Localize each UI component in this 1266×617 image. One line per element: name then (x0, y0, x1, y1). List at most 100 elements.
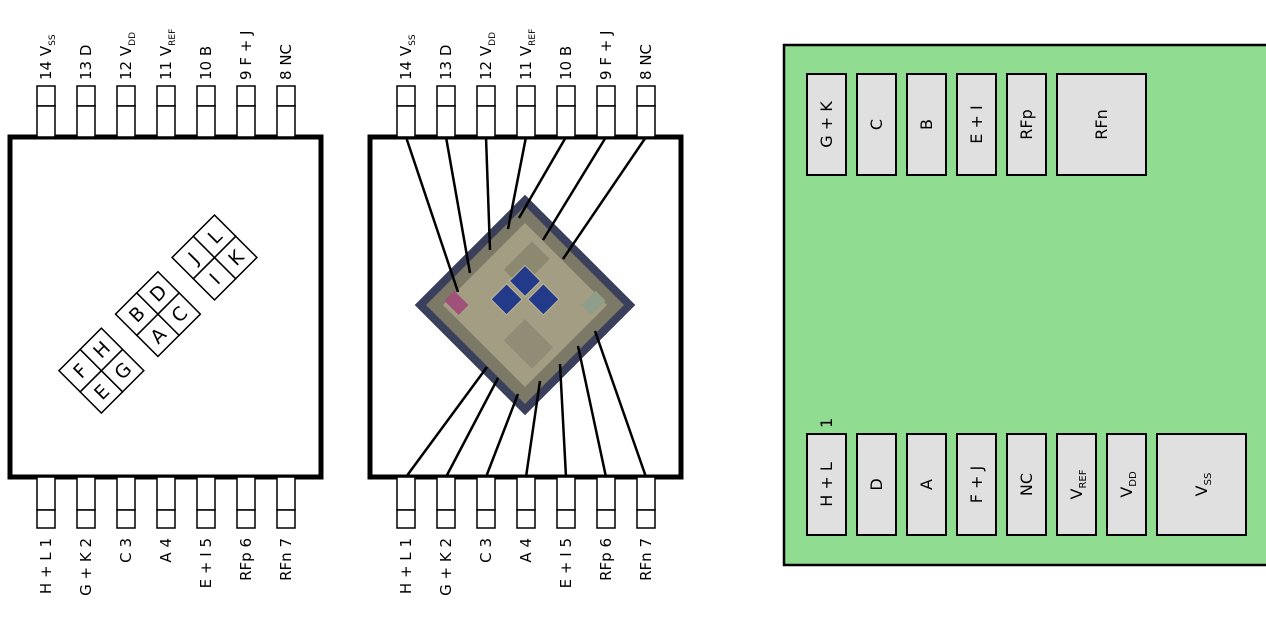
pad-g-k: G + K (806, 73, 847, 176)
pad-c: C (856, 73, 897, 176)
pin-5: E + I 5 (196, 476, 216, 588)
pad-e-i: E + I (956, 73, 997, 176)
pad-vdd: VDD (1106, 433, 1147, 536)
pin-14: 14 VSS (36, 34, 58, 138)
pin-3: C 3 (116, 476, 136, 563)
svg-text:D: D (867, 478, 886, 490)
bottom-pins: H + L 1 G + K 2 C 3 A 4 E + I 5 (396, 476, 656, 596)
pin-3: C 3 (476, 476, 496, 563)
pad-vref: VREF (1056, 433, 1097, 536)
svg-text:9 F + J: 9 F + J (597, 31, 615, 80)
die-pad-layout: G + K C B E + I RFp RFn (782, 43, 1266, 567)
svg-text:A 4: A 4 (517, 538, 535, 563)
svg-text:NC: NC (1017, 473, 1036, 496)
svg-text:VDD: VDD (1117, 471, 1139, 498)
svg-text:RFn 7: RFn 7 (637, 538, 655, 581)
package-left: 14 VSS 13 D 12 VDD 11 VREF 10 B (7, 29, 324, 596)
pin-2: G + K 2 (76, 476, 96, 596)
svg-text:14 VSS: 14 VSS (37, 34, 58, 80)
svg-text:H + L: H + L (817, 462, 836, 507)
svg-text:RFp 6: RFp 6 (597, 538, 615, 581)
svg-text:A: A (917, 479, 936, 490)
svg-text:C: C (867, 119, 886, 130)
svg-text:RFp 6: RFp 6 (237, 538, 255, 581)
svg-text:G + K 2: G + K 2 (77, 538, 95, 596)
pin-7: RFn 7 (636, 476, 656, 581)
segment-grid: E F G H A B C D I J K L (57, 214, 258, 415)
segment-D: D (135, 270, 181, 316)
svg-text:C 3: C 3 (117, 538, 135, 563)
svg-text:13 D: 13 D (77, 45, 95, 80)
pin-11: 11 VREF (156, 29, 178, 138)
pad-h-l: H + L (806, 433, 847, 536)
pin-10: 10 B (556, 46, 576, 138)
pad-vss: VSS (1156, 433, 1247, 536)
pin-8: 8 NC (276, 44, 296, 138)
pin-5: E + I 5 (556, 476, 576, 588)
svg-text:VREF: VREF (1067, 469, 1089, 499)
pad-b: B (906, 73, 947, 176)
pad-f-j: F + J (956, 433, 997, 536)
package-right: 14 VSS 13 D 12 VDD 11 VREF 10 B (367, 29, 684, 596)
pad-rfp: RFp (1006, 73, 1047, 176)
svg-text:E + I 5: E + I 5 (197, 538, 215, 588)
pin-12: 12 VDD (116, 32, 138, 138)
pin-6: RFp 6 (596, 476, 616, 581)
pin-8: 8 NC (636, 44, 656, 138)
svg-text:C 3: C 3 (477, 538, 495, 563)
svg-text:G + K 2: G + K 2 (437, 538, 455, 596)
svg-text:RFn: RFn (1092, 109, 1111, 139)
top-pins: 14 VSS 13 D 12 VDD 11 VREF 10 B (396, 29, 656, 138)
svg-text:10 B: 10 B (197, 46, 215, 80)
pin-4: A 4 (516, 476, 536, 563)
segment-H: H (79, 327, 124, 372)
segment-L: L (192, 214, 237, 259)
bottom-pins: H + L 1 G + K 2 C 3 A 4 E + I 5 (36, 476, 296, 596)
svg-text:H + L 1: H + L 1 (397, 538, 415, 594)
svg-text:E + I 5: E + I 5 (557, 538, 575, 588)
svg-text:A 4: A 4 (157, 538, 175, 563)
top-pads: G + K C B E + I RFp RFn (806, 73, 1147, 176)
pin-6: RFp 6 (236, 476, 256, 581)
pin-14: 14 VSS (396, 34, 418, 138)
pad-nc: NC (1006, 433, 1047, 536)
svg-text:G + K: G + K (817, 101, 836, 148)
pin-12: 12 VDD (476, 32, 498, 138)
pad1-marker: 1 (817, 418, 836, 428)
pin-4: A 4 (156, 476, 176, 563)
svg-text:12 VDD: 12 VDD (117, 32, 138, 80)
svg-text:12 VDD: 12 VDD (477, 32, 498, 80)
svg-text:E + I: E + I (967, 105, 986, 143)
svg-text:10 B: 10 B (557, 46, 575, 80)
pin-9: 9 F + J (596, 31, 616, 138)
svg-text:11 VREF: 11 VREF (517, 29, 538, 80)
svg-text:11 VREF: 11 VREF (157, 29, 178, 80)
pad-rfn: RFn (1056, 73, 1147, 176)
svg-text:13 D: 13 D (437, 45, 455, 80)
pin-9: 9 F + J (236, 31, 256, 138)
svg-text:8 NC: 8 NC (277, 44, 295, 80)
pad-d: D (856, 433, 897, 536)
svg-text:9 F + J: 9 F + J (237, 31, 255, 80)
pin-10: 10 B (196, 46, 216, 138)
svg-text:F + J: F + J (967, 466, 986, 504)
svg-text:B: B (917, 119, 936, 130)
svg-text:14 VSS: 14 VSS (397, 34, 418, 80)
pin-1: H + L 1 (36, 476, 56, 594)
top-pins: 14 VSS 13 D 12 VDD 11 VREF 10 B (36, 29, 296, 138)
bond-wires (404, 136, 648, 478)
pin-2: G + K 2 (436, 476, 456, 596)
svg-text:8 NC: 8 NC (637, 44, 655, 80)
pin-1: H + L 1 (396, 476, 416, 594)
svg-text:RFp: RFp (1017, 109, 1036, 139)
pad-a: A (906, 433, 947, 536)
svg-text:H + L 1: H + L 1 (37, 538, 55, 594)
pin-7: RFn 7 (276, 476, 296, 581)
pin-13: 13 D (436, 45, 456, 138)
bottom-pads: H + L D A F + J NC VREF (806, 433, 1247, 536)
pin-11: 11 VREF (516, 29, 538, 138)
svg-text:RFn 7: RFn 7 (277, 538, 295, 581)
svg-text:VSS: VSS (1192, 473, 1214, 497)
pin-13: 13 D (76, 45, 96, 138)
